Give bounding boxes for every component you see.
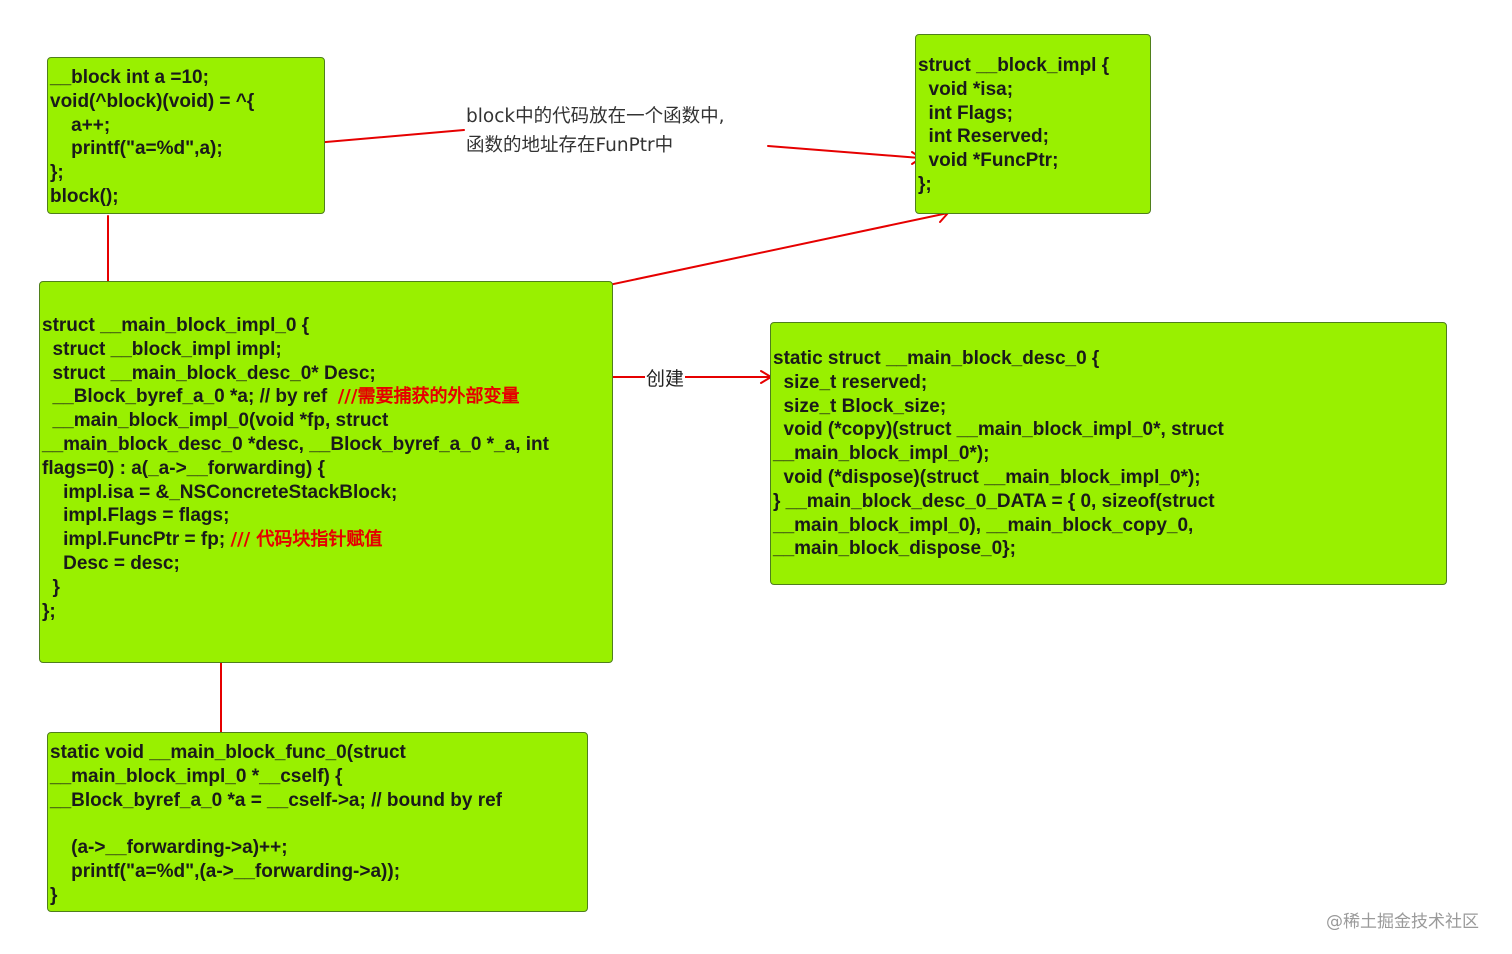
main-block-func-box: static void __main_block_func_0(struct _…: [47, 732, 588, 912]
code-line: impl.Flags = flags;: [42, 505, 230, 527]
block-impl-struct-box: struct __block_impl { void *isa; int Fla…: [915, 34, 1151, 214]
code-line: (a->__forwarding->a)++;: [50, 837, 288, 859]
code-line: __main_block_impl_0(void *fp, struct: [42, 410, 389, 432]
code-line: impl.isa = &_NSConcreteStackBlock;: [42, 481, 398, 503]
code-line: };: [50, 162, 64, 184]
code-line: size_t Block_size;: [773, 395, 947, 417]
code-line: int Flags;: [918, 102, 1013, 124]
funcptr-note: block中的代码放在一个函数中, 函数的地址存在FunPtr中: [466, 102, 725, 160]
code-line: printf("a=%d",a);: [50, 138, 223, 160]
code-line: void *FuncPtr;: [918, 150, 1059, 172]
code-line: } __main_block_desc_0_DATA = { 0, sizeof…: [773, 490, 1215, 512]
edge-funcptr-cont: [767, 145, 921, 159]
code-line: __Block_byref_a_0 *a = __cself->a; // bo…: [50, 789, 502, 811]
block-impl-struct-code: struct __block_impl { void *isa; int Fla…: [918, 54, 1109, 197]
code-line: struct __main_block_desc_0* Desc;: [42, 362, 376, 384]
code-line: struct __block_impl {: [918, 55, 1110, 76]
code-line: static void __main_block_func_0(struct: [50, 742, 406, 763]
code-line: struct __main_block_impl_0 {: [42, 315, 310, 336]
code-line: void (*dispose)(struct __main_block_impl…: [773, 466, 1201, 488]
note-line-1: block中的代码放在一个函数中,: [466, 106, 725, 127]
code-line: int Reserved;: [918, 126, 1049, 148]
code-line: };: [918, 173, 932, 195]
main-block-func-code: static void __main_block_func_0(struct _…: [50, 741, 502, 908]
code-line: void *isa;: [918, 78, 1014, 100]
code-line: Desc = desc;: [42, 552, 180, 574]
block-definition-code: __block int a =10; void(^block)(void) = …: [50, 66, 254, 209]
code-line: __block int a =10;: [50, 67, 209, 88]
main-block-impl-struct-code: struct __main_block_impl_0 { struct __bl…: [42, 314, 549, 623]
edge-label-create: 创建: [645, 364, 686, 391]
code-line: printf("a=%d",(a->__forwarding->a));: [50, 860, 401, 882]
code-line: void(^block)(void) = ^{: [50, 90, 255, 112]
code-line: __main_block_dispose_0};: [773, 538, 1016, 560]
watermark: @稀土掘金技术社区: [1326, 912, 1479, 932]
code-line: flags=0) : a(_a->__forwarding) {: [42, 457, 325, 479]
code-line: static struct __main_block_desc_0 {: [773, 348, 1100, 369]
code-line: }: [42, 576, 60, 598]
code-line: };: [42, 600, 56, 622]
note-line-2: 函数的地址存在FunPtr中: [466, 135, 674, 156]
code-line: void (*copy)(struct __main_block_impl_0*…: [773, 419, 1224, 441]
code-line: }: [50, 884, 58, 906]
code-line: __main_block_desc_0 *desc, __Block_byref…: [42, 433, 549, 455]
code-line: a++;: [50, 114, 111, 136]
block-definition-box: __block int a =10; void(^block)(void) = …: [47, 57, 325, 214]
main-block-desc-struct-code: static struct __main_block_desc_0 { size…: [773, 347, 1224, 561]
code-line: impl.FuncPtr = fp;: [42, 529, 231, 551]
main-block-desc-struct-box: static struct __main_block_desc_0 { size…: [770, 322, 1447, 585]
code-line: struct __block_impl impl;: [42, 338, 282, 360]
annotation-funcptr-assign: /// 代码块指针赋值: [230, 529, 383, 551]
code-line: block();: [50, 185, 119, 207]
code-line: __main_block_impl_0*);: [773, 443, 990, 465]
code-line: __Block_byref_a_0 *a; // by ref: [42, 386, 338, 408]
code-line: __main_block_impl_0 *__cself) {: [50, 765, 343, 787]
main-block-impl-struct-box: struct __main_block_impl_0 { struct __bl…: [39, 281, 613, 663]
code-line: __main_block_impl_0), __main_block_copy_…: [773, 514, 1194, 536]
code-line: size_t reserved;: [773, 371, 928, 393]
annotation-captured-variable: ///需要捕获的外部变量: [337, 386, 520, 408]
